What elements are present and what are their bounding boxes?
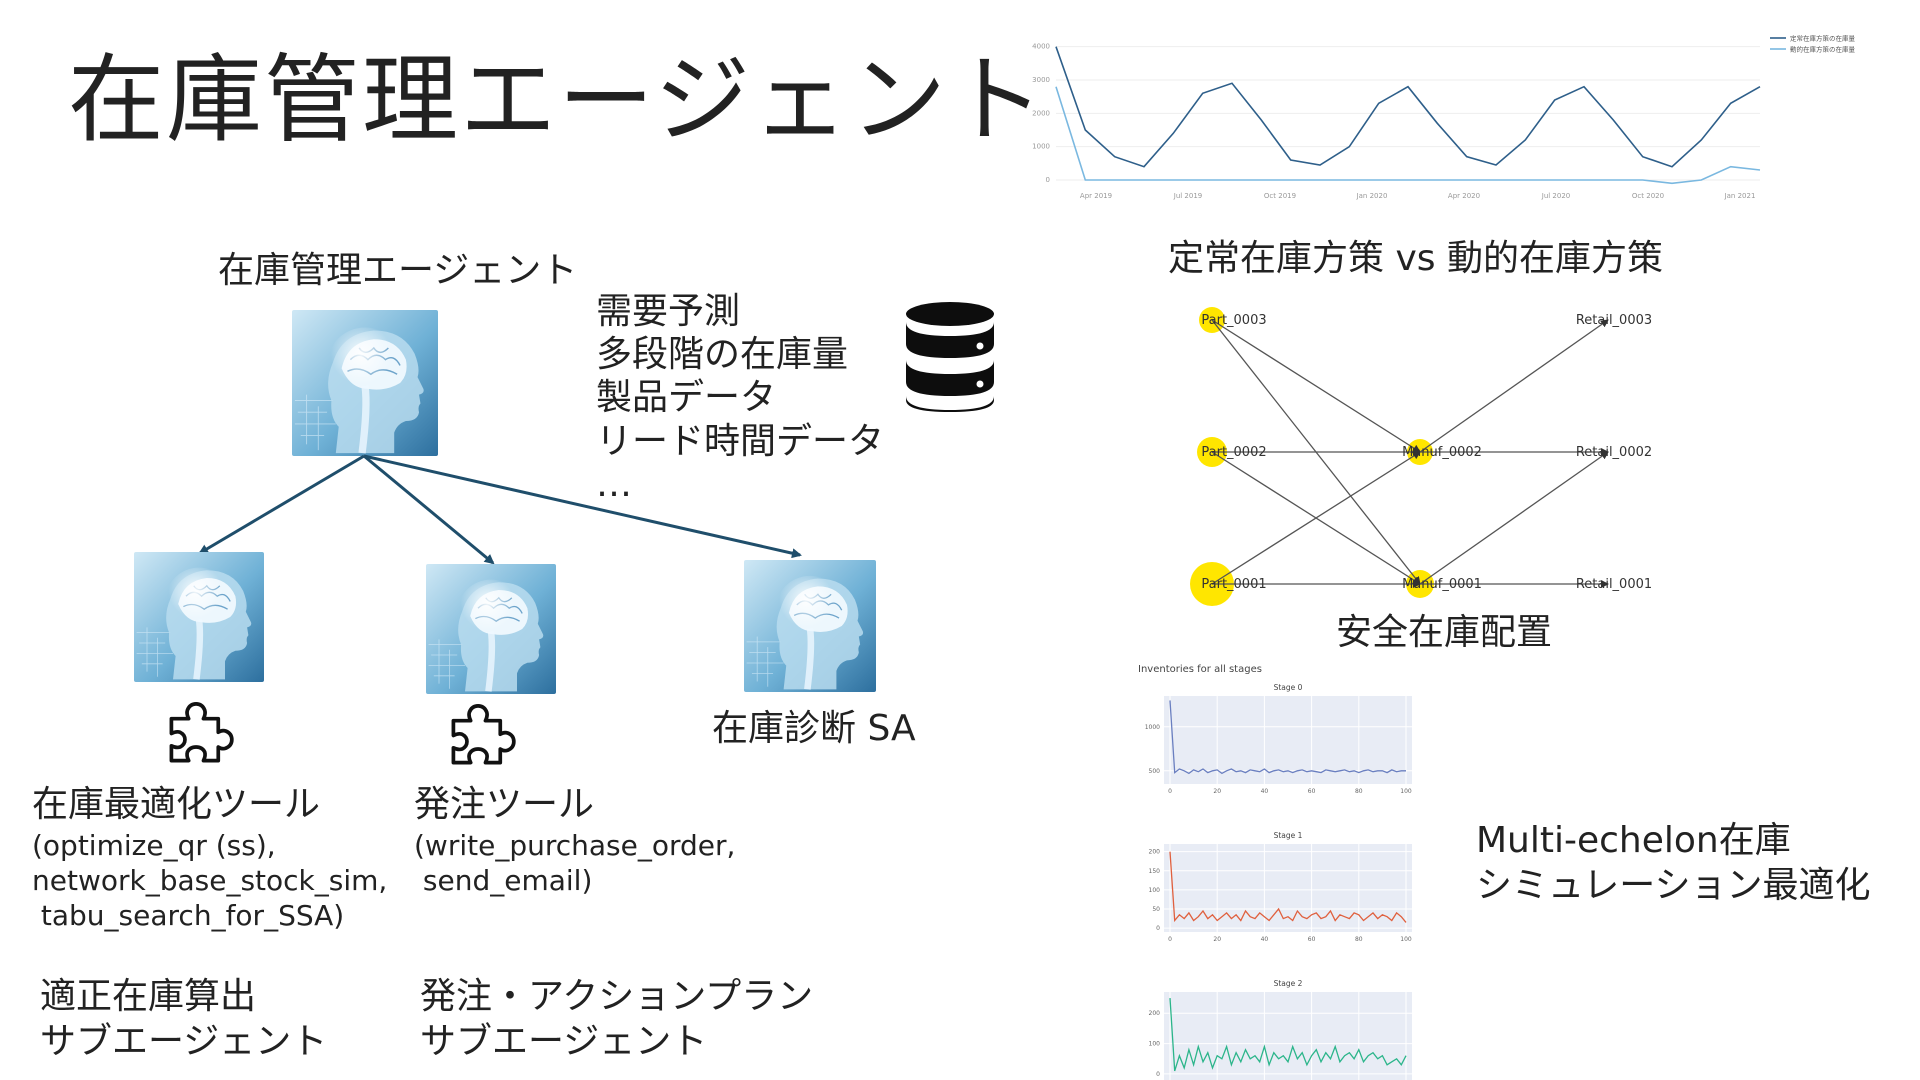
x-tick-label: Jul 2019 [1173,192,1203,200]
x-tick-label: Jan 2021 [1724,192,1756,200]
stage-series-line [1169,700,1406,775]
y-tick-label: 1000 [1145,724,1160,731]
network-node-label: Part_0003 [1201,313,1266,328]
network-node-label: Manuf_0002 [1402,445,1482,460]
optimizer-agent-brain-icon [134,552,264,682]
y-tick-label: 0 [1156,1071,1160,1078]
policy-comparison-caption: 定常在庫方策 vs 動的在庫方策 [1168,238,1663,279]
x-tick-label: Jul 2020 [1541,192,1571,200]
page-title: 在庫管理エージェント [68,44,1047,156]
x-tick-label: Apr 2019 [1080,192,1112,200]
optimizer-tool-code: (optimize_qr (ss), network_base_stock_si… [32,829,388,932]
order-agent-brain-icon [426,564,556,694]
y-tick-label: 100 [1149,887,1161,894]
x-tick-label: Oct 2020 [1632,192,1664,200]
x-tick-label: 40 [1261,788,1269,795]
multi-echelon-caption: Multi-echelon在庫 シミュレーション最適化 [1476,820,1871,906]
x-tick-label: Oct 2019 [1264,192,1296,200]
series-line [1055,86,1761,185]
connector-to-order [363,454,495,565]
network-node-label: Manuf_0001 [1402,577,1482,592]
stage-plot-area [1164,992,1412,1080]
data-item: … [596,463,632,505]
agent-connectors [198,454,802,565]
x-tick-label: Apr 2020 [1448,192,1480,200]
x-tick-label: Jan 2020 [1356,192,1388,200]
stage-title: Stage 2 [1274,979,1303,988]
stage-series-line [1169,851,1407,923]
legend-label: 動的在庫方策の在庫量 [1790,45,1856,54]
y-tick-label: 3000 [1032,76,1050,84]
x-tick-label: 20 [1213,936,1221,943]
x-tick-label: 40 [1261,936,1269,943]
stages-heading: Inventories for all stages [1138,664,1262,675]
stage-plot-area [1164,696,1412,784]
x-tick-label: 20 [1213,788,1221,795]
y-tick-label: 100 [1149,1041,1161,1048]
data-item: 需要予測 [596,291,741,332]
series-line [1055,46,1761,168]
x-tick-label: 60 [1308,788,1316,795]
safety-stock-caption: 安全在庫配置 [1336,612,1553,653]
stage-title: Stage 0 [1274,683,1303,692]
y-tick-label: 4000 [1032,43,1050,51]
root-agent-label: 在庫管理エージェント [218,250,578,291]
diagnosis-agent-label: 在庫診断 SA [712,708,916,749]
y-tick-label: 1000 [1032,143,1050,151]
network-node-label: Part_0002 [1201,445,1266,460]
x-tick-label: 0 [1168,936,1172,943]
database-icon [906,302,994,412]
x-tick-label: 100 [1400,936,1412,943]
network-node-label: Retail_0002 [1576,445,1652,460]
y-tick-label: 0 [1046,176,1050,184]
optimizer-tool-puzzle-icon [169,702,234,763]
network-edge [1211,451,1421,585]
y-tick-label: 2000 [1032,109,1050,117]
order-tool-title: 発注ツール [414,784,595,825]
optimizer-agent-role: 適正在庫算出 サブエージェント [40,976,328,1062]
connector-to-optimizer [198,454,365,555]
network-edge [1419,451,1609,585]
y-tick-label: 200 [1149,1010,1161,1017]
order-tool-code: (write_purchase_order, send_email) [414,829,736,897]
network-node-label: Retail_0001 [1576,577,1652,592]
connector-to-diagnosis [363,454,802,559]
order-agent-role: 発注・アクションプラン サブエージェント [420,976,814,1062]
order-tool-puzzle-icon [451,704,516,765]
data-item: 製品データ [596,377,777,419]
y-tick-label: 150 [1149,868,1161,875]
optimizer-tool-title: 在庫最適化ツール [32,784,321,825]
network-edge [1211,319,1421,453]
y-tick-label: 200 [1149,849,1161,856]
diagnosis-agent-brain-icon [744,560,876,692]
network-node-label: Part_0001 [1201,577,1266,592]
stage-title: Stage 1 [1274,831,1303,840]
x-tick-label: 100 [1400,788,1412,795]
x-tick-label: 0 [1168,788,1172,795]
data-list: 需要予測 多段階の在庫量 製品データ リード時間データ … [596,290,884,506]
y-tick-label: 0 [1156,925,1160,932]
network-edge [1419,319,1609,453]
data-item: 多段階の在庫量 [596,334,849,376]
stage-plot-area [1164,844,1412,932]
data-item: リード時間データ [596,420,885,462]
y-tick-label: 50 [1152,906,1160,913]
y-tick-label: 500 [1149,768,1161,775]
legend-label: 定常在庫方策の在庫量 [1790,34,1856,43]
x-tick-label: 80 [1355,788,1363,795]
network-node-label: Retail_0003 [1576,313,1652,328]
x-tick-label: 80 [1355,936,1363,943]
stage-series-line [1169,998,1407,1072]
x-tick-label: 60 [1308,936,1316,943]
